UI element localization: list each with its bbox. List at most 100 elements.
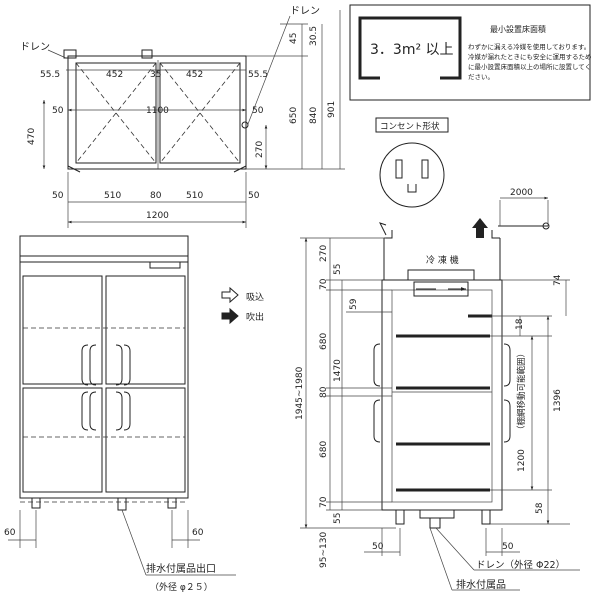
side-exhaust-arrow-icon: [472, 218, 488, 238]
dim-55-5-right: 55.5: [248, 70, 268, 80]
side-drain-pipe: [429, 517, 441, 529]
front-foot-left: [31, 497, 41, 509]
outlet-pin-right: [421, 159, 429, 179]
front-handle-lower-left: [81, 391, 97, 431]
floor-area-value: 3．3m² 以上: [370, 42, 454, 58]
top-drain-label-left: ドレン: [20, 42, 50, 53]
dim-45: 45: [289, 33, 299, 44]
airflow-legend: 吸込 吹出: [221, 286, 264, 325]
outlet-shape: コンセント形状: [375, 117, 449, 208]
side-dim-95-130: 95~130: [319, 532, 329, 568]
side-accessory-label: 排水付属品: [456, 578, 506, 591]
front-door-upper-left: [22, 275, 103, 385]
side-dim-59: 59: [349, 298, 359, 310]
front-drain-outlet: [117, 498, 127, 511]
front-handle-lower-right: [115, 391, 131, 431]
side-accessory-leader: [429, 527, 453, 591]
side-inner-wall: [391, 289, 493, 503]
front-drain-outlet-dia: （外径 φ２５）: [150, 581, 213, 593]
outlet-pin-left: [395, 159, 403, 179]
side-dim-680-a: 680: [319, 333, 329, 350]
dim-1100: 1100: [146, 106, 169, 116]
dim-840: 840: [309, 107, 319, 124]
top-view-cell-right: [159, 62, 241, 164]
side-dim-55-top: 55: [333, 264, 343, 275]
side-drain-pan: [419, 509, 455, 519]
front-body: [19, 235, 189, 499]
dim-270: 270: [255, 141, 265, 158]
dim-b50-left: 50: [52, 191, 64, 201]
side-handle-lower-right: [503, 399, 511, 443]
side-dim-1945-1980: 1945~1980: [295, 366, 305, 420]
side-handle-upper-left: [373, 343, 381, 387]
front-drain-leader: [121, 509, 147, 576]
dim-50-left: 50: [52, 106, 64, 116]
side-dim-80: 80: [319, 386, 329, 398]
dim-b80: 80: [150, 191, 162, 201]
side-dim-18: 18: [515, 318, 525, 330]
outlet-ground-pin: [407, 184, 417, 193]
top-view-foot-left: [67, 165, 81, 173]
side-dim-1200: 1200: [517, 449, 527, 472]
dim-b510-b: 510: [186, 191, 203, 201]
exhaust-arrow-icon: [221, 307, 239, 325]
dim-b50-right: 50: [248, 191, 260, 201]
side-fan-housing: [407, 269, 475, 281]
dim-30-5: 30.5: [309, 26, 319, 46]
top-drain-leader-left: [47, 49, 67, 59]
outlet-plug-icon: [379, 142, 445, 208]
side-intake-arrow-icon: [379, 222, 387, 236]
top-view-hinge-left: [63, 49, 77, 59]
dim-b510-a: 510: [104, 191, 121, 201]
dim-470: 470: [27, 128, 37, 145]
top-drain-leader-top: [247, 15, 291, 125]
intake-arrow-icon: [221, 286, 239, 304]
dim-b1200: 1200: [146, 211, 169, 221]
floor-area-note-4: ださい。: [468, 73, 494, 81]
top-view-body: [67, 55, 247, 170]
legend-intake: 吸込: [246, 292, 264, 303]
side-top-unit-flange: [384, 230, 500, 239]
floor-area-frame: [349, 4, 591, 101]
side-handle-lower-left: [373, 399, 381, 443]
front-door-lower-left: [22, 387, 103, 493]
dim-452-b: 452: [186, 70, 203, 80]
side-dim-55-bot: 55: [333, 513, 343, 524]
top-drain-label-top: ドレン: [290, 6, 320, 17]
floor-area-bracket: [358, 16, 462, 80]
dim-50-right: 50: [252, 106, 264, 116]
floor-area-note-2: 冷媒が漏れたときにも安全に運用するため: [468, 52, 592, 61]
front-handle-upper-left: [81, 344, 97, 386]
side-plug-icon: [542, 222, 550, 230]
side-handle-upper-right: [503, 343, 511, 387]
front-handle-upper-right: [115, 344, 131, 386]
floor-area-note-1: わずかに漏える冷媒を使用しております。: [468, 42, 590, 51]
side-dim-680-b: 680: [319, 441, 329, 458]
legend-exhaust: 吹出: [246, 311, 264, 323]
side-unit-label: 冷 凍 機: [426, 254, 459, 266]
side-dim-1470: 1470: [333, 359, 343, 382]
side-foot-right: [481, 509, 491, 525]
front-control-panel: [149, 261, 181, 269]
side-dim-b50-left: 50: [372, 542, 384, 552]
side-dim-70-top: 70: [319, 278, 329, 290]
dim-55-5-left: 55.5: [40, 70, 60, 80]
floor-area-panel: 3．3m² 以上 最小設置床面積 わずかに漏える冷媒を使用しております。 冷媒が…: [349, 4, 592, 101]
top-view: ドレン ドレン 55.5 452 35 452 55.5 1100 50 50 …: [20, 6, 345, 228]
floor-area-note-3: に最小設置床面積以上の場所に設置してく: [468, 62, 591, 71]
front-door-upper-right: [105, 275, 186, 385]
dim-901: 901: [327, 101, 337, 118]
side-drain-label: ドレン（外径 Φ22）: [476, 559, 565, 571]
front-view: 60 60 排水付属品出口 （外径 φ２５）: [4, 235, 236, 593]
front-dim-60-right: 60: [192, 528, 204, 538]
side-dim-2000: 2000: [510, 188, 533, 198]
dim-452-a: 452: [106, 70, 123, 80]
side-dim-b50-right: 50: [502, 542, 514, 552]
side-dim-1396: 1396: [553, 389, 563, 412]
side-dim-270: 270: [319, 245, 329, 262]
dim-35: 35: [150, 70, 161, 80]
side-view: 冷 凍 機 2000 1945~1980 270 55 70 59 680 14…: [295, 188, 580, 591]
front-drain-outlet-label: 排水付属品出口: [146, 562, 216, 575]
top-view-cell-left: [75, 62, 157, 164]
